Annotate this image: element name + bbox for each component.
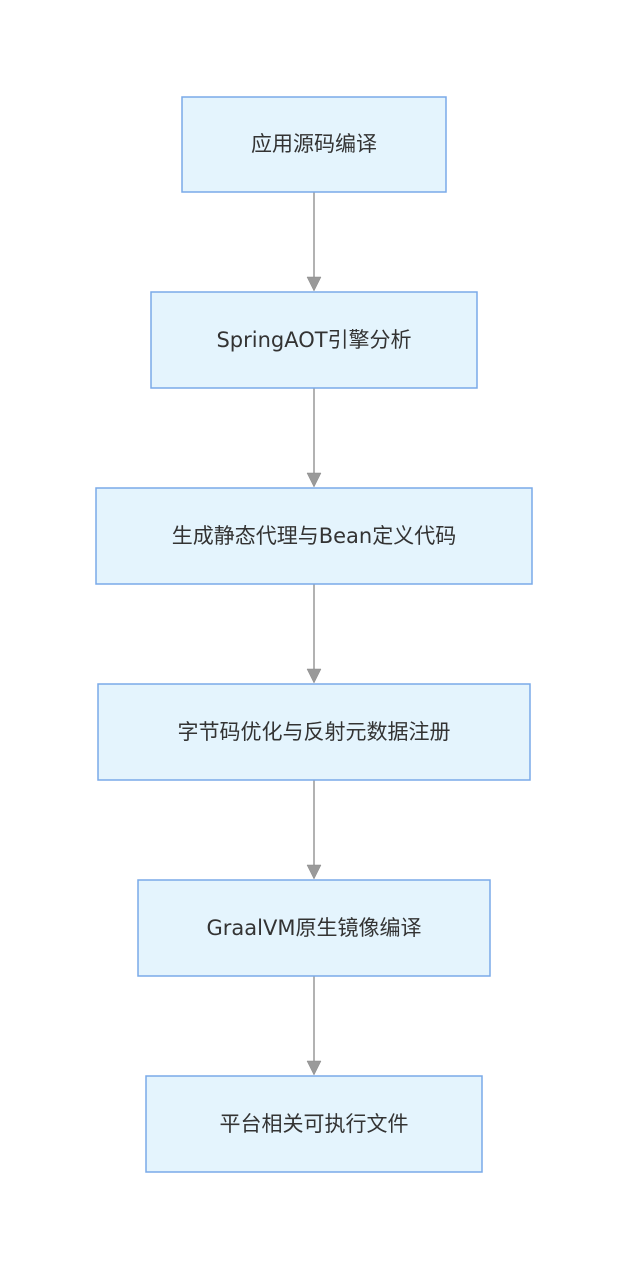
node-label: SpringAOT引擎分析: [216, 328, 411, 352]
node-generate-proxies[interactable]: 生成静态代理与Bean定义代码: [95, 487, 533, 585]
arrow-head-icon: [306, 1060, 322, 1076]
node-graalvm-native[interactable]: GraalVM原生镜像编译: [137, 879, 491, 977]
node-box: [97, 683, 531, 781]
node-compile-source[interactable]: 应用源码编译: [181, 96, 447, 193]
node-label: GraalVM原生镜像编译: [207, 916, 422, 940]
arrow-head-icon: [306, 472, 322, 488]
node-bytecode-opt[interactable]: 字节码优化与反射元数据注册: [97, 683, 531, 781]
edge-bytecode-to-graalvm: [306, 780, 322, 880]
node-box: [181, 96, 447, 193]
node-spring-aot[interactable]: SpringAOT引擎分析: [150, 291, 478, 389]
node-box: [150, 291, 478, 389]
node-label: 字节码优化与反射元数据注册: [178, 720, 451, 744]
node-box: [95, 487, 533, 585]
node-platform-exe[interactable]: 平台相关可执行文件: [145, 1075, 483, 1173]
edge-generate-to-bytecode: [306, 584, 322, 684]
arrow-head-icon: [306, 276, 322, 292]
edge-graalvm-to-executable: [306, 976, 322, 1076]
node-box: [137, 879, 491, 977]
node-label: 平台相关可执行文件: [220, 1112, 409, 1136]
edge-aot-to-generate: [306, 388, 322, 488]
node-label: 生成静态代理与Bean定义代码: [172, 524, 457, 548]
arrow-head-icon: [306, 668, 322, 684]
node-box: [145, 1075, 483, 1173]
arrow-head-icon: [306, 864, 322, 880]
edge-compile-to-aot: [306, 192, 322, 292]
node-label: 应用源码编译: [251, 132, 377, 156]
